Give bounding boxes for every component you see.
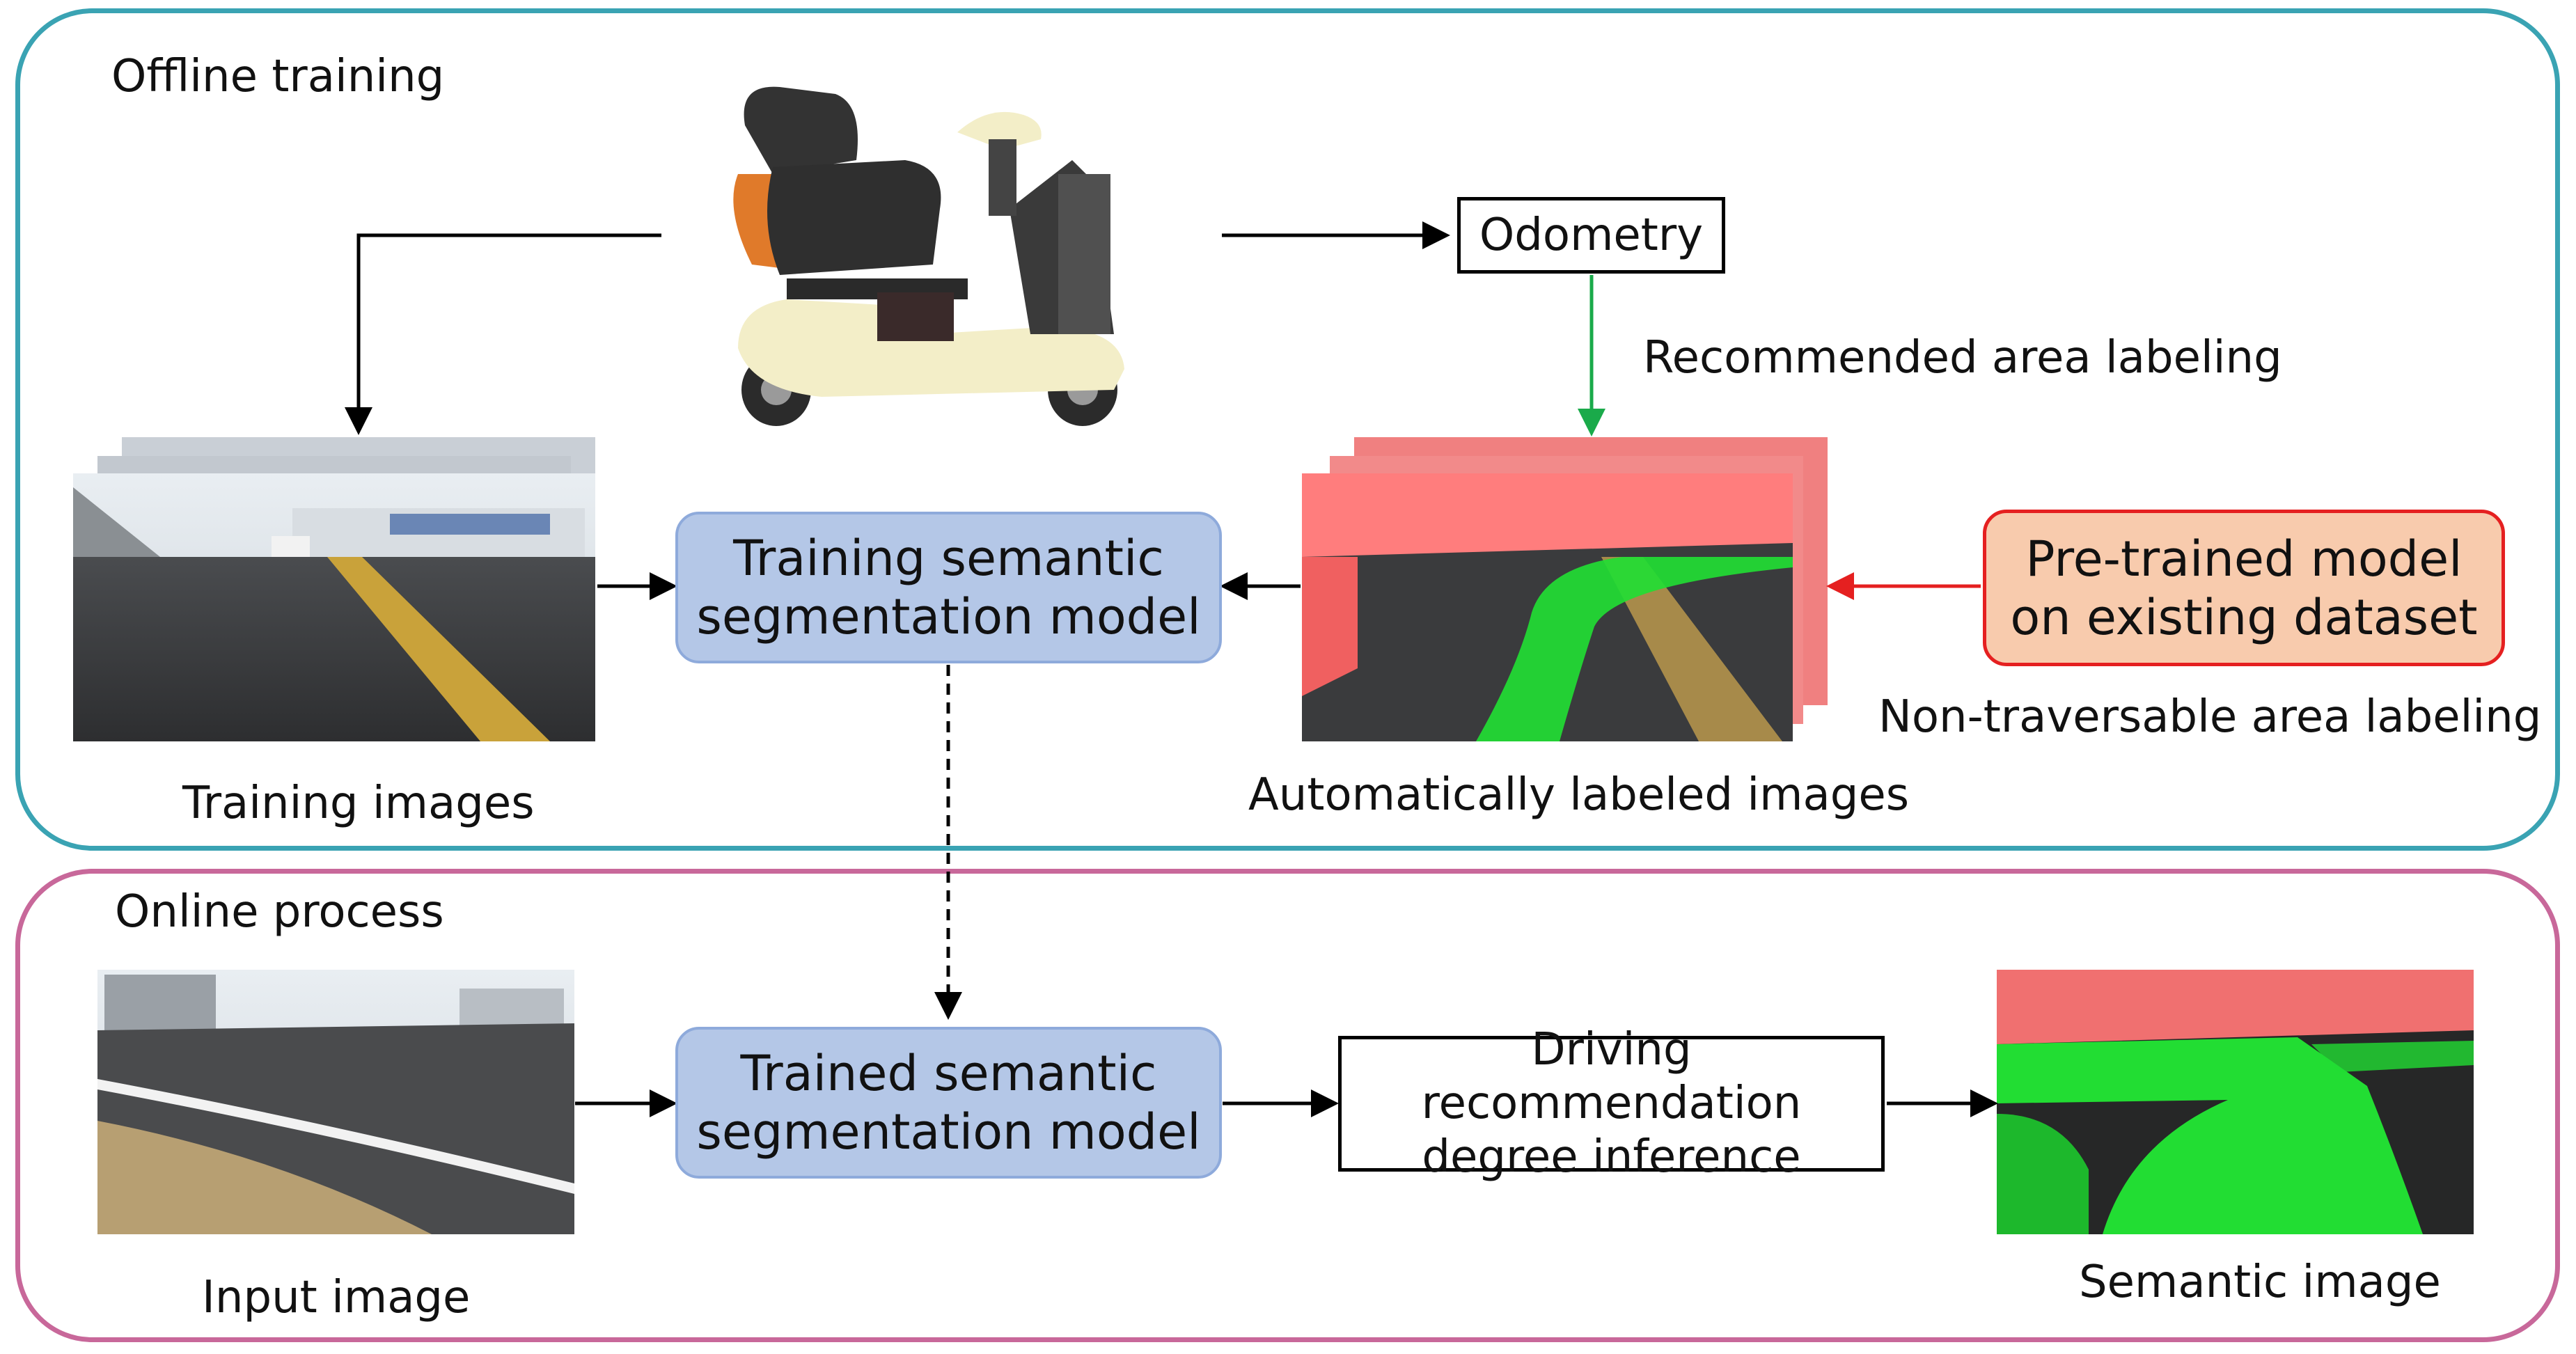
mobility-scooter-image — [733, 86, 1124, 426]
pretrained-model-box: Pre-trained model on existing dataset — [1983, 510, 2505, 666]
training-images-stack — [73, 437, 595, 741]
training-model-box: Training semantic segmentation model — [675, 512, 1222, 663]
odometry-label: Odometry — [1479, 209, 1704, 261]
arrow-vehicle-to-training-images — [345, 233, 661, 435]
training-model-line1: Training semantic — [733, 530, 1164, 587]
inference-line1: Driving recommendation — [1421, 1024, 1802, 1130]
training-model-line2: segmentation model — [696, 588, 1201, 645]
trained-model-line1: Trained semantic — [740, 1045, 1157, 1102]
automatically-labeled-images-caption: Automatically labeled images — [1248, 769, 1910, 821]
inference-box: Driving recommendation degree inference — [1338, 1024, 1885, 1183]
online-process-panel — [15, 869, 2560, 1342]
recommended-area-labeling-label: Recommended area labeling — [1643, 332, 2282, 384]
online-process-title: Online process — [115, 886, 444, 938]
offline-training-panel — [15, 8, 2560, 851]
odometry-box: Odometry — [1457, 197, 1725, 274]
pretrained-model-line2: on existing dataset — [2010, 588, 2478, 646]
input-image-caption: Input image — [202, 1272, 471, 1323]
input-image — [97, 970, 574, 1234]
trained-model-box: Trained semantic segmentation model — [675, 1027, 1222, 1179]
pretrained-model-line1: Pre-trained model — [2025, 530, 2463, 588]
semantic-image-caption: Semantic image — [2079, 1257, 2441, 1308]
automatically-labeled-images-stack — [1302, 437, 1828, 741]
training-images-caption: Training images — [182, 778, 535, 829]
trained-model-line2: segmentation model — [696, 1103, 1201, 1160]
semantic-image — [1997, 970, 2474, 1234]
offline-training-title: Offline training — [111, 51, 445, 102]
inference-line2: degree inference — [1422, 1131, 1801, 1183]
non-traversable-area-labeling-label: Non-traversable area labeling — [1878, 691, 2542, 743]
